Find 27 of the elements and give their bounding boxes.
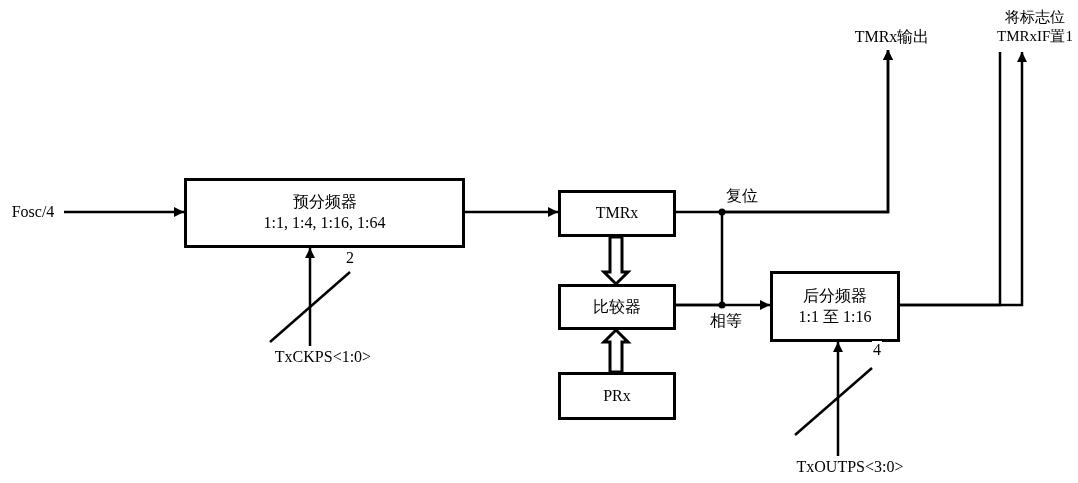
edge-label: 复位 bbox=[725, 187, 759, 205]
box-title: PRx bbox=[603, 385, 631, 406]
arrow bbox=[305, 248, 315, 346]
process-box bbox=[558, 284, 676, 330]
hollow-arrow bbox=[600, 327, 632, 374]
hollow-arrow bbox=[600, 235, 632, 287]
box-text: 1:1 至 1:16 bbox=[798, 306, 872, 327]
connector-line bbox=[900, 52, 1002, 307]
box-text: 1:1, 1:4, 1:16, 1:64 bbox=[263, 213, 386, 233]
signal-label: TxCKPS<1:0> bbox=[248, 346, 398, 368]
process-box bbox=[558, 190, 676, 237]
box-title: TMRx bbox=[595, 203, 639, 224]
box-title: 后分频器 bbox=[803, 285, 867, 306]
edge-label: 相等 bbox=[709, 312, 743, 330]
box-title: 比较器 bbox=[593, 296, 641, 317]
signal-label: 将标志位TMRxIF置1 bbox=[992, 2, 1078, 52]
arrow bbox=[833, 342, 843, 456]
arrow bbox=[676, 50, 893, 307]
arrow bbox=[64, 207, 184, 217]
box-title: 预分频器 bbox=[292, 192, 357, 213]
signal-label: Fosc/4 bbox=[2, 202, 64, 222]
arrow bbox=[465, 207, 558, 217]
signal-label: TxOUTPS<3:0> bbox=[770, 456, 930, 478]
process-box bbox=[184, 178, 465, 248]
process-box bbox=[770, 271, 900, 342]
process-box bbox=[558, 372, 676, 420]
signal-label: TMRx输出 bbox=[842, 24, 942, 50]
